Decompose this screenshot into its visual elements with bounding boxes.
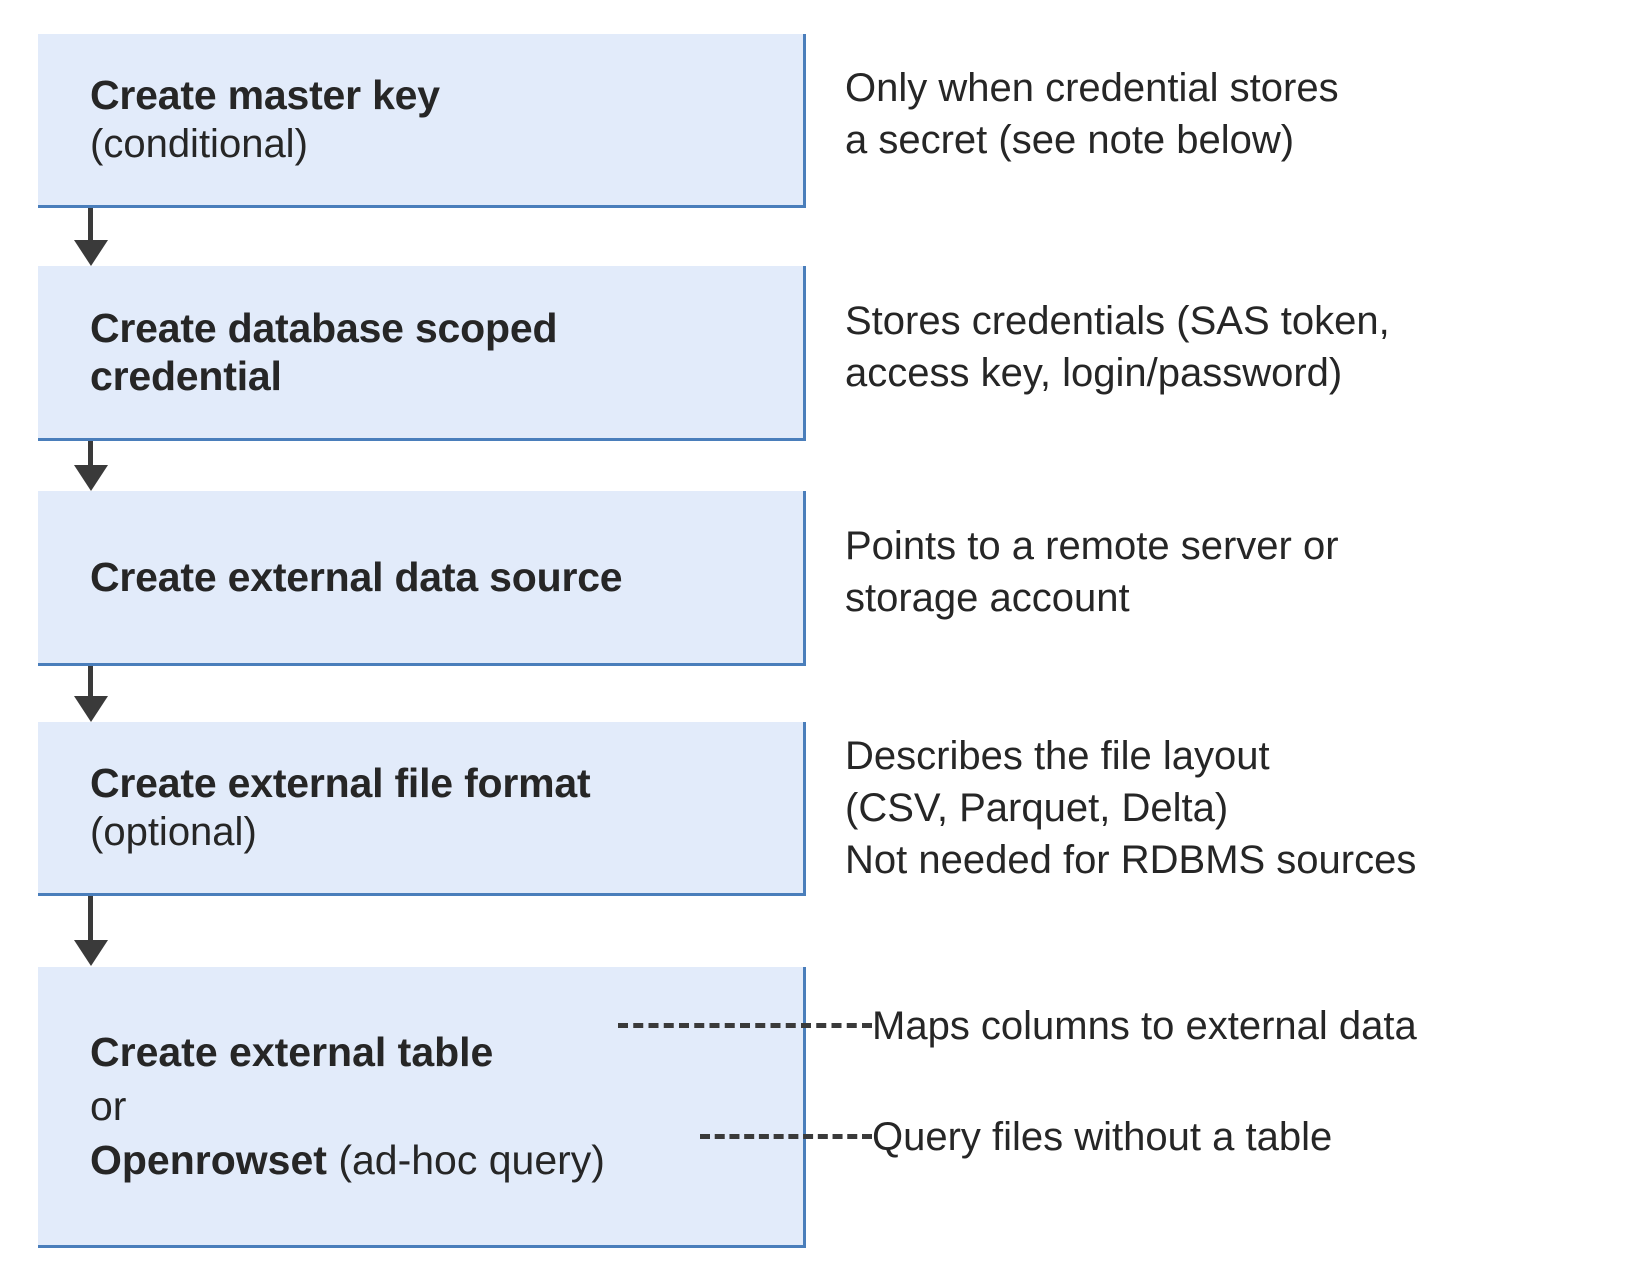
step-note-external-table: Maps columns to external data [872, 1004, 1417, 1048]
arrow-down-icon [74, 441, 108, 491]
step-box-create-master-key[interactable]: Create master key (conditional) [38, 34, 806, 208]
arrow-down-icon [74, 666, 108, 722]
step-title: Create external file format [90, 760, 591, 807]
step-note-openrowset: Query files without a table [872, 1115, 1333, 1159]
final-step-line-1-label: Create external table [90, 1028, 494, 1075]
step-box-create-external-table-or-openrowset[interactable]: Create external table or Openrowset (ad-… [38, 967, 806, 1248]
step-note-create-master-key: Only when credential stores a secret (se… [845, 66, 1339, 162]
final-step-line-3-label: Openrowset [90, 1137, 327, 1184]
step-note-create-database-scoped-credential: Stores credentials (SAS token, access ke… [845, 299, 1390, 395]
step-subtitle: (optional) [90, 809, 257, 854]
arrow-down-icon [74, 896, 108, 967]
step-box-create-database-scoped-credential[interactable]: Create database scoped credential [38, 266, 806, 441]
step-title: Create external data source [90, 553, 623, 600]
final-step-line-3-qualifier: (ad-hoc query) [326, 1137, 605, 1184]
step-box-create-external-file-format[interactable]: Create external file format (optional) [38, 722, 806, 896]
arrow-down-icon [74, 208, 108, 266]
step-box-create-external-data-source[interactable]: Create external data source [38, 491, 806, 666]
final-step-line-1: Create external table [90, 1025, 789, 1079]
step-subtitle: (conditional) [90, 121, 308, 166]
dashed-connector-openrowset [700, 1134, 872, 1139]
step-title: Create database scoped credential [90, 304, 558, 399]
final-step-or-label: or [90, 1082, 127, 1129]
step-title: Create master key [90, 72, 440, 119]
step-note-create-external-data-source: Points to a remote server or storage acc… [845, 524, 1339, 620]
final-step-line-3: Openrowset (ad-hoc query) [90, 1133, 789, 1187]
dashed-connector-external-table [618, 1023, 872, 1028]
final-step-line-2: or [90, 1079, 789, 1133]
step-note-create-external-file-format: Describes the file layout (CSV, Parquet,… [845, 734, 1417, 882]
